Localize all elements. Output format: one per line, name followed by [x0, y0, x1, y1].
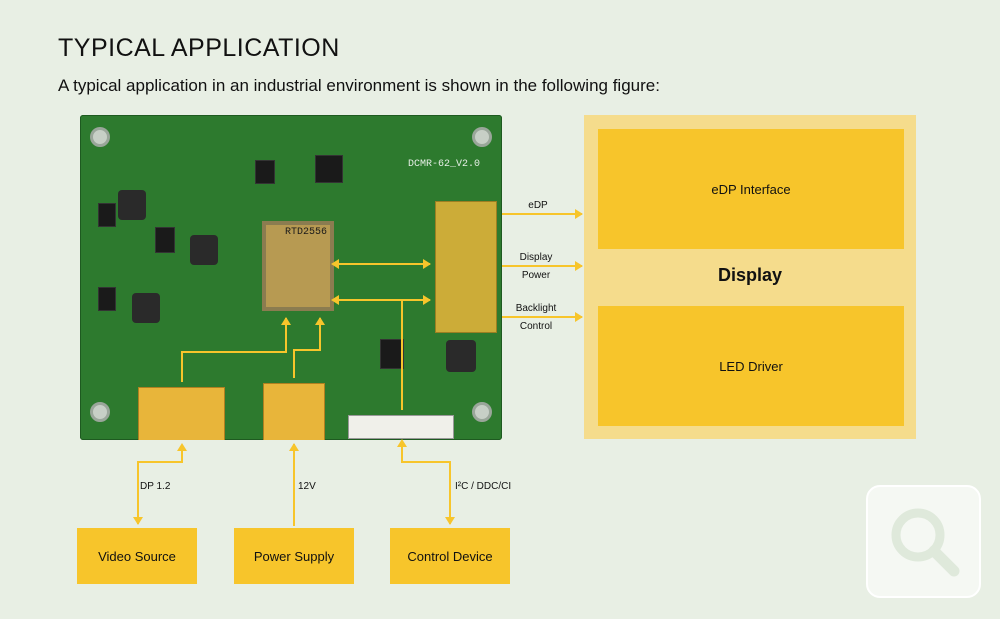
edp-interface-box: eDP Interface	[598, 129, 904, 249]
ic-chip	[255, 160, 275, 184]
page-title: TYPICAL APPLICATION	[58, 34, 340, 62]
inductor	[118, 190, 146, 220]
control-connector	[348, 415, 454, 439]
edp-connector	[435, 201, 497, 333]
inductor	[190, 235, 218, 265]
board-model-label: DCMR-62_V2.0	[408, 159, 481, 170]
display-title: Display	[717, 265, 783, 285]
main-chip-label: RTD2556	[285, 227, 328, 238]
mount-hole	[472, 402, 492, 422]
search-icon	[891, 508, 960, 577]
video-source-box: Video Source	[77, 528, 197, 584]
dp-link-label: DP 1.2	[140, 481, 171, 492]
dp-connector	[138, 387, 225, 440]
inductor	[132, 293, 160, 323]
power-connector	[263, 383, 325, 440]
ic-chip	[155, 227, 175, 253]
inductor	[446, 340, 476, 372]
ic-chip	[98, 287, 116, 311]
pcb-board: DCMR-62_V2.0 RTD2556	[80, 115, 502, 440]
display-power-label-2: Power	[521, 270, 551, 281]
mount-hole	[90, 127, 110, 147]
page-subtitle: A typical application in an industrial e…	[58, 76, 660, 95]
backlight-label-1: Backlight	[515, 303, 557, 314]
ic-chip	[380, 339, 404, 369]
display-power-label-1: Display	[519, 252, 553, 263]
i2c-link-label: I²C / DDC/CI	[455, 481, 512, 492]
control-source-arrow	[397, 439, 455, 525]
ic-chip	[98, 203, 116, 227]
zoom-button[interactable]	[866, 485, 981, 598]
backlight-label-2: Control	[519, 321, 553, 332]
power-link-label: 12V	[298, 481, 316, 492]
control-device-box: Control Device	[390, 528, 510, 584]
mount-hole	[90, 402, 110, 422]
edp-link-label: eDP	[528, 200, 548, 211]
power-supply-box: Power Supply	[234, 528, 354, 584]
led-driver-box: LED Driver	[598, 306, 904, 426]
main-chip	[262, 221, 334, 311]
ic-chip	[315, 155, 343, 183]
mount-hole	[472, 127, 492, 147]
